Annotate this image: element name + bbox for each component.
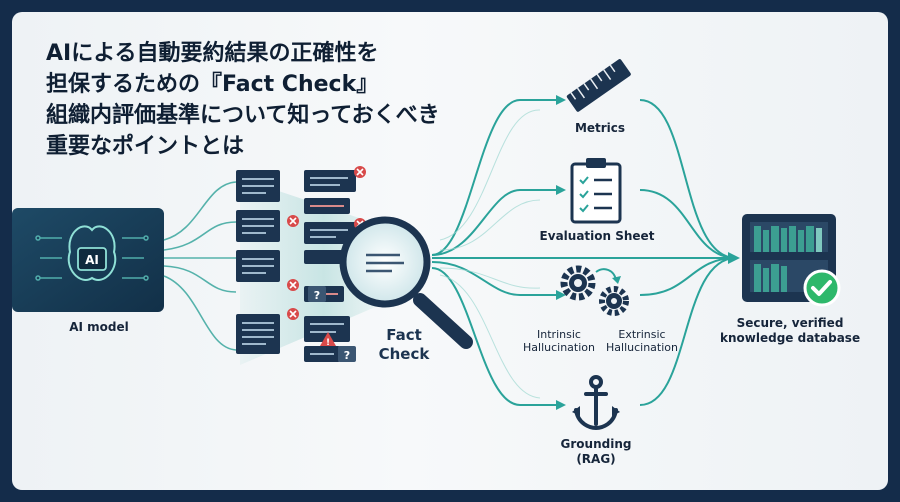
magnifier-icon <box>339 216 473 349</box>
svg-text:!: ! <box>326 338 330 348</box>
branch-lines-light <box>439 109 541 399</box>
question-icon: ? <box>338 346 356 362</box>
fact-check-line-2: Check <box>378 345 430 363</box>
document-icon <box>236 314 280 354</box>
document-icon <box>236 210 280 242</box>
ai-to-docs-lines <box>163 181 237 351</box>
svg-text:?: ? <box>344 349 350 362</box>
document-icon <box>236 250 280 282</box>
branch-lines <box>431 99 640 406</box>
checked-fragments: ? ? ! <box>287 166 366 362</box>
title-line-2: 担保するための『Fact Check』 <box>46 72 379 97</box>
title-line-1: AIによる自動要約結果の正確性を <box>46 41 379 66</box>
converge-lines <box>639 99 737 406</box>
document-icon <box>236 170 280 202</box>
brain-chip-icon: AI <box>67 225 117 281</box>
checkmark-badge-icon <box>803 269 841 307</box>
database-line-2: knowledge database <box>720 331 861 345</box>
intrinsic-line-2: Hallucination <box>523 341 595 354</box>
branch-arrowheads <box>556 95 566 410</box>
error-x-icon <box>287 308 299 320</box>
ai-chip-text: AI <box>85 253 99 267</box>
database-label: Secure, verified knowledge database <box>720 316 860 346</box>
error-x-icon <box>287 215 299 227</box>
extrinsic-hallucination-label: Extrinsic Hallucination <box>596 328 688 354</box>
metrics-label: Metrics <box>574 121 626 135</box>
warning-icon: ! <box>320 332 336 348</box>
page-title: AIによる自動要約結果の正確性を 担保するための『Fact Check』 組織内… <box>46 38 440 162</box>
title-line-3: 組織内評価基準について知っておくべき <box>46 103 440 128</box>
gears-icon <box>560 265 629 316</box>
svg-text:?: ? <box>314 289 320 302</box>
fact-check-label: Fact Check <box>372 326 436 364</box>
fact-check-line-1: Fact <box>386 326 422 344</box>
extrinsic-line-1: Extrinsic <box>618 328 666 341</box>
question-icon: ? <box>308 286 326 302</box>
grounding-line-1: Grounding <box>560 437 632 451</box>
error-x-icon <box>287 279 299 291</box>
evaluation-sheet-label: Evaluation Sheet <box>539 229 655 243</box>
grounding-line-2: (RAG) <box>576 452 616 466</box>
database-line-1: Secure, verified <box>736 316 844 330</box>
summary-documents <box>236 170 280 354</box>
error-x-icon <box>354 166 366 178</box>
title-line-4: 重要なポイントとは <box>46 134 245 159</box>
ai-model-panel: AI <box>12 208 164 312</box>
grounding-label: Grounding (RAG) <box>556 437 636 467</box>
intrinsic-line-1: Intrinsic <box>537 328 581 341</box>
ruler-icon <box>566 59 631 112</box>
extrinsic-line-2: Hallucination <box>606 341 678 354</box>
intrinsic-hallucination-label: Intrinsic Hallucination <box>514 328 604 354</box>
clipboard-checklist-icon <box>570 158 622 224</box>
anchor-icon <box>572 375 620 431</box>
ai-model-label: AI model <box>69 320 129 334</box>
